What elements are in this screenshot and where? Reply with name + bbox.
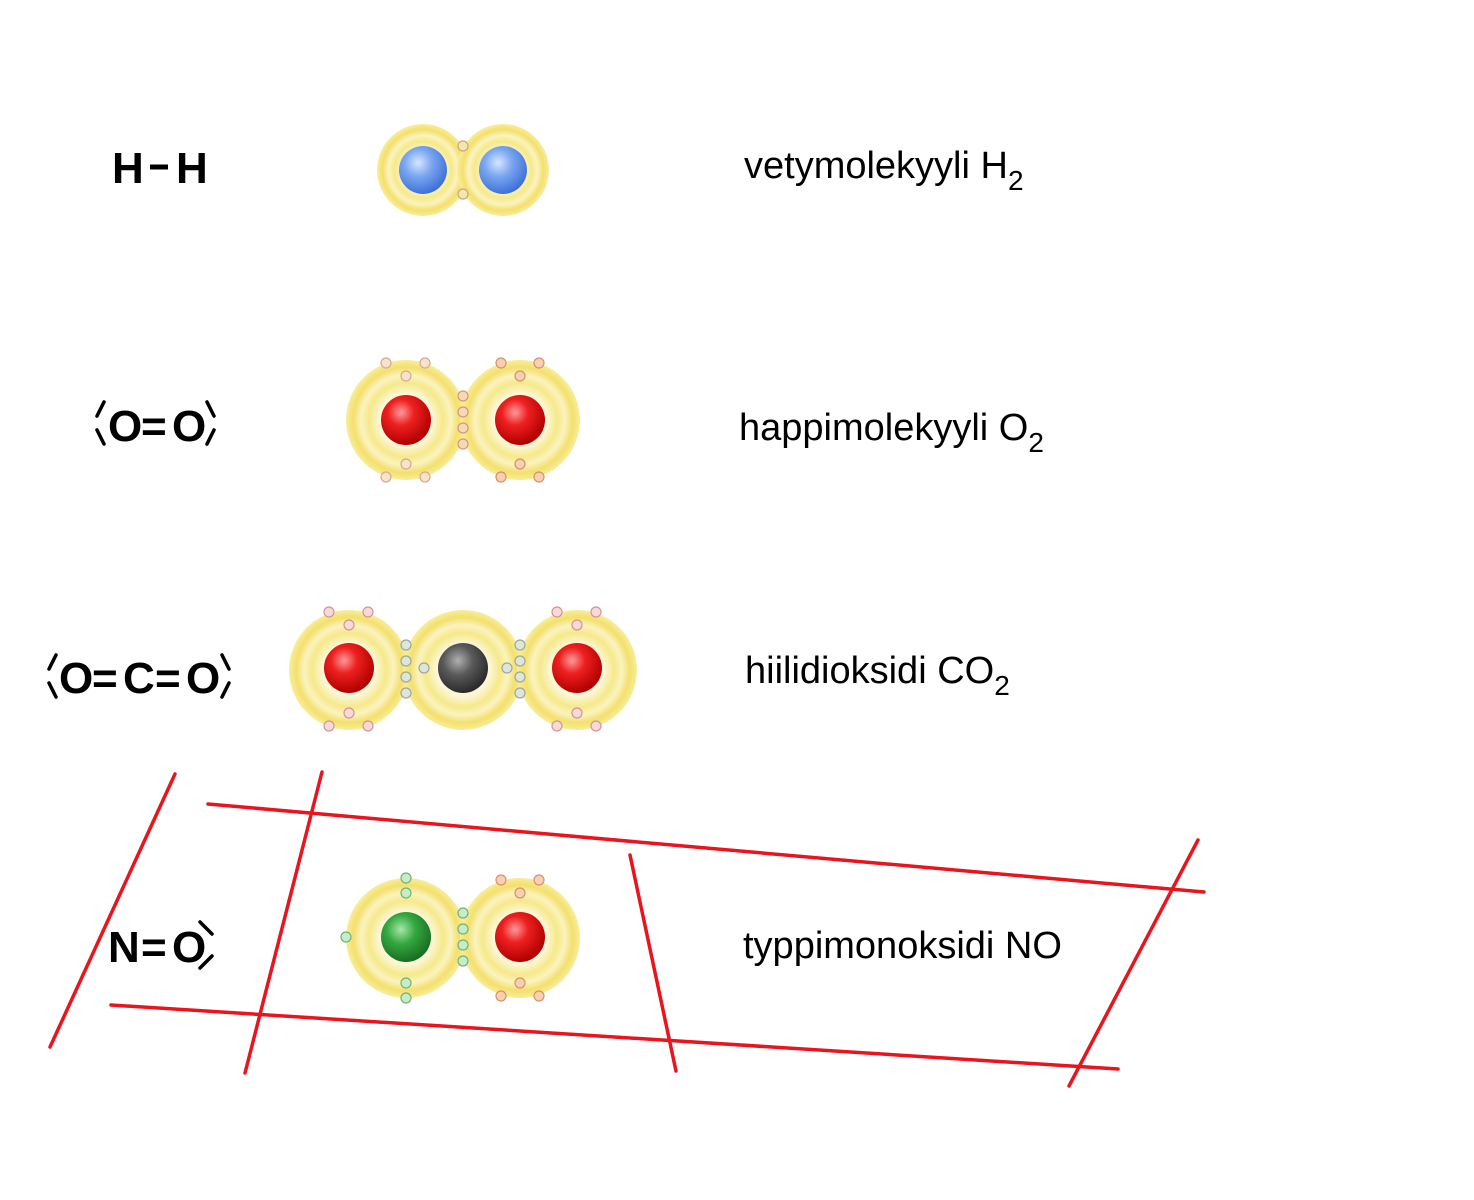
electrons-right-oxygen [495,357,545,483]
name-subscript: 2 [1008,165,1024,196]
structural-formula-co2: O = C = O [47,653,231,703]
molecule-name-h2: vetymolekyyli H2 [744,145,1024,196]
lone-pair-mark [220,653,231,699]
red-line [243,770,324,1075]
electrons-right-oxygen [551,606,602,732]
row-co2: O = C = O [47,606,1010,732]
lone-pair-mark [198,920,214,970]
electrons-left-oxygen [380,357,431,483]
formula-atom: O [59,654,93,703]
shared-electron [457,140,469,152]
structural-formula-h2: H H [112,144,208,193]
molecule-name-no: typpimonoksidi NO [743,925,1062,967]
shared-electrons-o2 [457,390,469,450]
row-o2: O = O [95,357,1044,483]
lone-pair-mark [47,653,58,699]
carbon-nucleus [438,643,488,693]
oxygen-nucleus [495,395,545,445]
nitrogen-nucleus [381,912,431,962]
lone-pair-mark [95,400,106,446]
atom-model-o2 [346,357,580,483]
hydrogen-nucleus [479,146,527,194]
red-annotation-lines [48,770,1206,1088]
formula-atom: N [108,923,140,972]
lone-pair-mark [205,400,216,446]
atom-model-no [340,872,580,1004]
shared-electrons-co2 [400,639,526,699]
oxygen-nucleus [495,912,545,962]
oxygen-nucleus [324,643,374,693]
formula-atom: O [172,923,206,972]
row-no: N = O [108,872,1062,1004]
red-line [628,853,678,1073]
formula-atom: O [108,402,142,451]
atom-model-h2 [377,124,549,216]
formula-bond: = [92,654,118,703]
row-h2: H H vetymolekyyli H2 [112,124,1024,216]
shared-electrons-no [457,907,469,967]
structural-formula-o2: O = O [95,400,216,451]
molecule-name-o2: happimolekyyli O2 [739,407,1044,458]
red-line [1067,838,1200,1088]
formula-bond: = [155,654,181,703]
electrons-left-oxygen [323,606,374,732]
red-line [109,1003,1120,1071]
electrons-oxygen [495,874,545,1002]
formula-atom: O [172,402,206,451]
oxygen-nucleus [552,643,602,693]
name-main: happimolekyyli O [739,407,1028,449]
formula-bond: = [141,402,167,451]
formula-atom: C [123,654,155,703]
hydrogen-nucleus [399,146,447,194]
structural-formula-no: N = O [108,920,214,972]
electrons-nitrogen [340,872,412,1004]
formula-bond: = [141,923,167,972]
name-subscript: 2 [1028,427,1044,458]
name-main: vetymolekyyli H [744,145,1008,187]
molecule-name-co2: hiilidioksidi CO2 [745,650,1010,701]
formula-atom: H [176,144,208,193]
oxygen-nucleus [381,395,431,445]
atom-model-co2 [289,606,637,732]
shared-electron [457,188,469,200]
name-subscript: 2 [994,670,1010,701]
formula-atom: H [112,144,144,193]
formula-atom: O [186,654,220,703]
red-line [206,802,1206,894]
red-line [48,772,177,1049]
name-main: hiilidioksidi CO [745,650,994,692]
